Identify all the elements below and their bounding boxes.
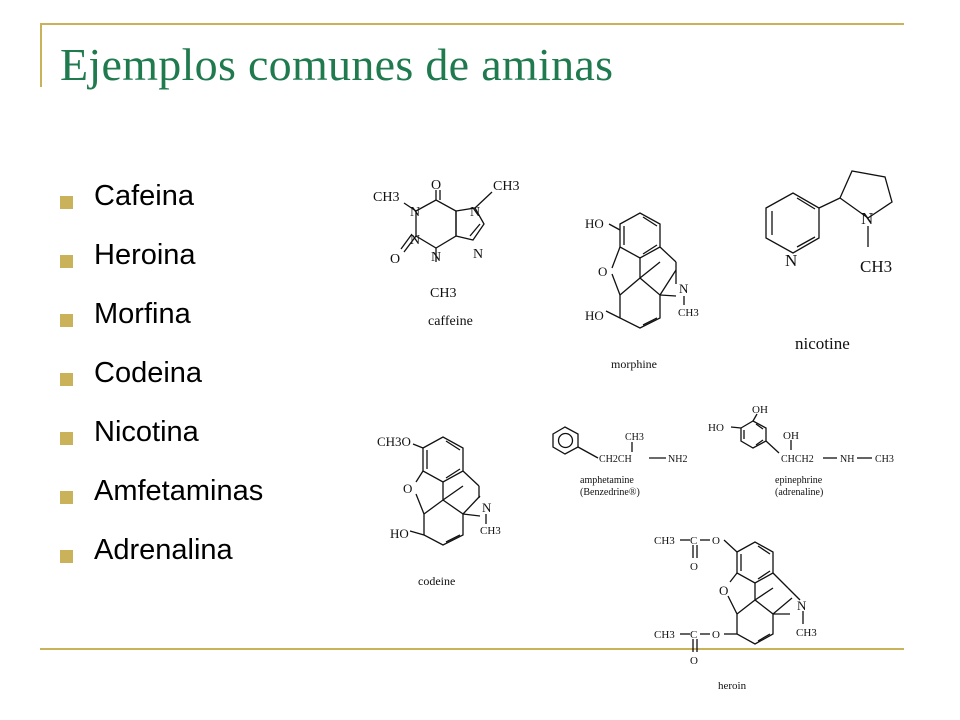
bullet-square-icon (60, 491, 73, 504)
caffeine-n-label: N (410, 205, 420, 220)
amphetamine-ch3-label: CH3 (625, 432, 644, 443)
epinephrine-ch3-label: CH3 (875, 454, 894, 465)
slide-title: Ejemplos comunes de aminas (60, 39, 614, 90)
morphine-ch3-label: CH3 (678, 307, 699, 319)
bottom-rule (40, 648, 904, 650)
morphine-ho-label: HO (585, 308, 604, 323)
bullet-square-icon (60, 196, 73, 209)
codeine-ch3o-label: CH3O (377, 434, 411, 449)
bullet-square-icon (60, 550, 73, 563)
caffeine-ch3-label: CH3 (373, 190, 399, 205)
caffeine-caption: caffeine (428, 314, 473, 329)
bullet-square-icon (60, 432, 73, 445)
heroin-o-label: O (712, 535, 720, 547)
heroin-o-label: O (712, 629, 720, 641)
amphetamine-caption-2: (Benzedrine®) (580, 487, 640, 498)
morphine-o-label: O (598, 264, 607, 279)
heroin-o-label: O (690, 561, 698, 573)
nicotine-structure: N N CH3 nicotine (765, 170, 893, 353)
nicotine-n-label: N (861, 209, 873, 228)
epinephrine-oh-label: OH (752, 404, 768, 416)
caffeine-structure: CH3 O CH3 N N O N N N CH3 caffeine (373, 178, 519, 329)
nicotine-caption: nicotine (795, 334, 850, 353)
morphine-ho-label: HO (585, 216, 604, 231)
caffeine-o-label: O (431, 178, 441, 193)
heroin-o-label: O (719, 583, 728, 598)
caffeine-n-label: N (473, 247, 483, 262)
heroin-ch3-label: CH3 (796, 627, 817, 639)
caffeine-n-label: N (431, 250, 441, 265)
heroin-ch3-label: CH3 (654, 629, 675, 641)
heroin-caption: heroin (718, 680, 747, 692)
amphetamine-nh2-label: NH2 (668, 454, 687, 465)
morphine-caption: morphine (611, 357, 657, 371)
epinephrine-ho-label: HO (708, 422, 724, 434)
heroin-c-label: C (690, 629, 697, 641)
amphetamine-ch2ch-label: CH2CH (599, 454, 632, 465)
nicotine-n-label: N (785, 251, 797, 270)
top-rule (40, 23, 904, 25)
caffeine-n-label: N (470, 205, 480, 220)
epinephrine-structure: OH HO OH CHCH2 NH CH3 epinephrine (adren… (708, 404, 894, 498)
caffeine-n-label: N (410, 233, 420, 248)
heroin-o-label: O (690, 655, 698, 667)
morphine-structure: HO O N HO CH3 morphine (585, 212, 699, 371)
heroin-ch3-label: CH3 (654, 535, 675, 547)
left-rule (40, 23, 42, 87)
epinephrine-oh-label: OH (783, 430, 799, 442)
amphetamine-structure: CH3 CH2CH NH2 amphetamine (Benzedrine®) (552, 426, 687, 498)
bullet-square-icon (60, 255, 73, 268)
epinephrine-chch2-label: CHCH2 (781, 454, 814, 465)
heroin-n-label: N (797, 598, 807, 613)
amphetamine-caption: amphetamine (580, 475, 634, 486)
morphine-n-label: N (679, 281, 689, 296)
caffeine-ch3-label: CH3 (493, 179, 519, 194)
epinephrine-caption-2: (adrenaline) (775, 487, 823, 498)
caffeine-o-label: O (390, 252, 400, 267)
bullet-square-icon (60, 373, 73, 386)
codeine-n-label: N (482, 500, 492, 515)
caffeine-ch3-label: CH3 (430, 286, 456, 301)
codeine-caption: codeine (418, 574, 455, 588)
codeine-ho-label: HO (390, 526, 409, 541)
heroin-c-label: C (690, 535, 697, 547)
epinephrine-nh-label: NH (840, 454, 854, 465)
codeine-o-label: O (403, 481, 412, 496)
codeine-ch3-label: CH3 (480, 525, 501, 537)
bullet-square-icon (60, 314, 73, 327)
nicotine-ch3-label: CH3 (860, 257, 892, 276)
epinephrine-caption: epinephrine (775, 475, 823, 486)
heroin-structure: CH3 C O O O N CH3 CH3 C O O heroin (654, 535, 817, 692)
codeine-structure: CH3O O N HO CH3 codeine (377, 434, 501, 588)
